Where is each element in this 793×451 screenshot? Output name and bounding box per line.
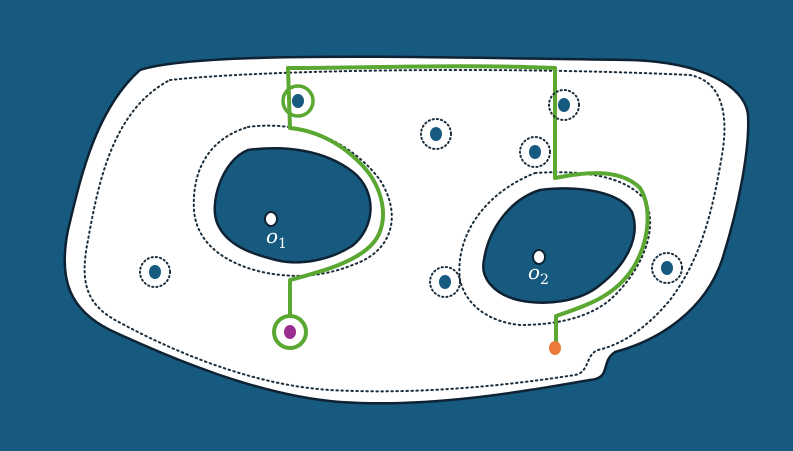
- halo-6: [429, 266, 461, 298]
- point-4: [529, 145, 541, 159]
- halo-2: [548, 89, 580, 121]
- obstacle-2: [482, 187, 636, 304]
- path: [286, 64, 650, 347]
- obstacle-2-dotted-boundary: [458, 171, 652, 327]
- halo-5: [139, 256, 171, 288]
- obstacle-1: [213, 147, 372, 264]
- path-ring-1: [281, 84, 315, 118]
- start-point: [284, 325, 296, 339]
- goal-point: [549, 341, 561, 355]
- obstacle-1-center: [264, 211, 278, 227]
- point-7: [661, 261, 673, 275]
- point-3: [430, 127, 442, 141]
- halo-3: [420, 118, 452, 150]
- point-1: [292, 94, 304, 108]
- point-6: [439, 275, 451, 289]
- halo-7: [651, 252, 683, 284]
- outer-dotted-boundary: [83, 68, 726, 393]
- obstacle-1-label: o1: [266, 224, 287, 252]
- obstacle-1-dotted-boundary: [192, 124, 393, 277]
- points: [149, 94, 673, 289]
- point-5: [149, 265, 161, 279]
- obstacle-2-label: o2: [528, 260, 549, 288]
- obstacle-2-center: [532, 249, 546, 265]
- halo-4: [519, 136, 551, 168]
- point-2: [558, 98, 570, 112]
